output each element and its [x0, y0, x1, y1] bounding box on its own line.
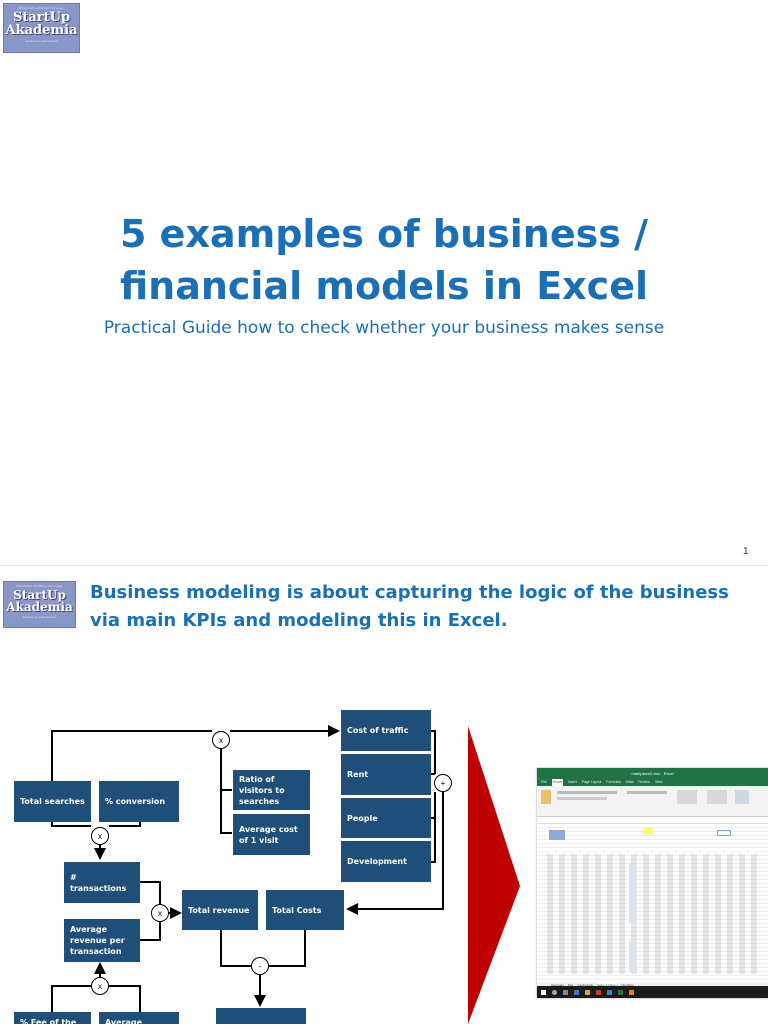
fee-box: % Fee of the	[14, 1012, 91, 1027]
right-arrow-icon	[468, 726, 520, 1024]
average-cost-visit-label: Average cost of 1 visit	[239, 824, 298, 845]
average-cost-visit-box: Average cost of 1 visit	[233, 814, 310, 855]
taskbar-app-icon[interactable]	[607, 989, 612, 995]
excel-title: markplace2.xlsx - Excel	[631, 771, 674, 776]
rent-label: Rent	[347, 770, 369, 779]
average-revenue-label: Average revenue per transaction	[70, 925, 125, 956]
plus-operator: +	[434, 774, 452, 792]
total-costs-label: Total Costs	[272, 905, 322, 915]
page-number: 1	[743, 546, 749, 557]
transactions-label: # transactions	[70, 872, 127, 893]
windows-start-icon[interactable]	[541, 989, 546, 995]
ratio-visitors-label: Ratio of visitors to searches	[239, 774, 285, 806]
excel-screenshot: markplace2.xlsx - Excel File Home Insert…	[537, 768, 768, 998]
cost-of-traffic-box: Cost of traffic	[341, 710, 431, 751]
logo-line2: Akademia	[5, 23, 78, 38]
logo-tagline: Wirtschaft auf Mittel Personen	[18, 6, 65, 10]
windows-taskbar	[537, 986, 768, 998]
taskbar-app-icon[interactable]	[618, 989, 623, 995]
sheet-tab-cash-costs[interactable]: Cash Costs	[577, 983, 594, 987]
logo-sub: Akademie podnikatelů	[24, 39, 59, 43]
result-box	[216, 1008, 306, 1024]
excel-menu-review[interactable]: Review	[638, 780, 650, 784]
logo-line2: Akademia	[6, 600, 73, 614]
startup-akademia-logo: Wirtschaft auf Mittel Personen StartUp A…	[3, 581, 76, 628]
conversion-box: % conversion	[99, 781, 179, 822]
excel-formula-bar	[537, 817, 768, 824]
slide-subtitle: Practical Guide how to check whether you…	[103, 318, 665, 338]
excel-menu-layout[interactable]: Page Layout	[581, 780, 602, 784]
total-searches-box: Total searches	[14, 781, 91, 822]
excel-title-bar: markplace2.xlsx - Excel	[537, 768, 768, 779]
fee-label: % Fee of the	[20, 1018, 77, 1027]
ratio-visitors-box: Ratio of visitors to searches	[233, 770, 310, 810]
taskbar-app-icon[interactable]	[563, 989, 568, 995]
excel-grid	[537, 824, 768, 982]
excel-menu-home[interactable]: Home	[551, 779, 563, 786]
slide-1: Wirtschaft auf Mittel Personen StartUp A…	[3, 3, 749, 557]
slide-title: 5 examples of business / financial model…	[119, 212, 648, 308]
average-box: Average	[99, 1012, 179, 1027]
average-revenue-box: Average revenue per transaction	[64, 919, 140, 962]
excel-sheet-tabs: Summary P&L Cash Costs Sales & Margin Nu…	[537, 982, 768, 988]
minus-operator: -	[251, 957, 269, 975]
total-revenue-label: Total revenue	[188, 905, 250, 915]
sheet-tab-sales-margin[interactable]: Sales & Margin	[597, 982, 618, 988]
excel-menu-insert[interactable]: Insert	[567, 780, 577, 784]
excel-menu-data[interactable]: Data	[626, 780, 634, 784]
multiply-operator: x	[91, 827, 109, 845]
multiply-operator: x	[91, 977, 109, 995]
development-label: Development	[347, 857, 407, 866]
excel-menu-formulas[interactable]: Formulas	[606, 780, 621, 784]
people-label: People	[347, 813, 378, 823]
excel-menu-bar: File Home Insert Page Layout Formulas Da…	[537, 779, 768, 786]
logo-sub: Akademie podnikatelů	[22, 615, 57, 619]
logo-tagline: Wirtschaft auf Mittel Personen	[16, 584, 63, 588]
rent-box: Rent	[341, 754, 431, 795]
development-box: Development	[341, 841, 431, 882]
taskbar-app-icon[interactable]	[596, 989, 601, 995]
total-costs-box: Total Costs	[266, 890, 344, 930]
cost-of-traffic-label: Cost of traffic	[347, 726, 409, 735]
taskbar-app-icon[interactable]	[574, 989, 579, 995]
excel-menu-view[interactable]: View	[654, 780, 663, 784]
transactions-box: # transactions	[64, 862, 140, 903]
sheet-tab-summary[interactable]: Summary	[551, 983, 564, 987]
taskbar-app-icon[interactable]	[585, 989, 590, 995]
startup-akademia-logo: Wirtschaft auf Mittel Personen StartUp A…	[3, 3, 80, 53]
sheet-tab-numbers[interactable]: Numbers	[621, 983, 634, 987]
taskbar-app-icon[interactable]	[629, 989, 634, 995]
taskbar-app-icon[interactable]	[552, 989, 557, 995]
total-revenue-box: Total revenue	[182, 890, 258, 930]
excel-menu-file[interactable]: File	[541, 780, 547, 784]
excel-ribbon	[537, 786, 768, 817]
total-searches-label: Total searches	[20, 797, 85, 806]
conversion-label: % conversion	[105, 797, 166, 806]
multiply-operator: x	[212, 731, 230, 749]
multiply-operator: x	[151, 904, 169, 922]
sheet-tab-pl[interactable]: P&L	[567, 983, 574, 987]
page-separator	[0, 565, 768, 566]
people-box: People	[341, 798, 431, 838]
logo-line1: StartUp	[13, 588, 66, 602]
average-label: Average	[105, 1018, 143, 1027]
slide-heading: Business modeling is about capturing the…	[90, 582, 729, 631]
logo-line1: StartUp	[12, 10, 71, 25]
